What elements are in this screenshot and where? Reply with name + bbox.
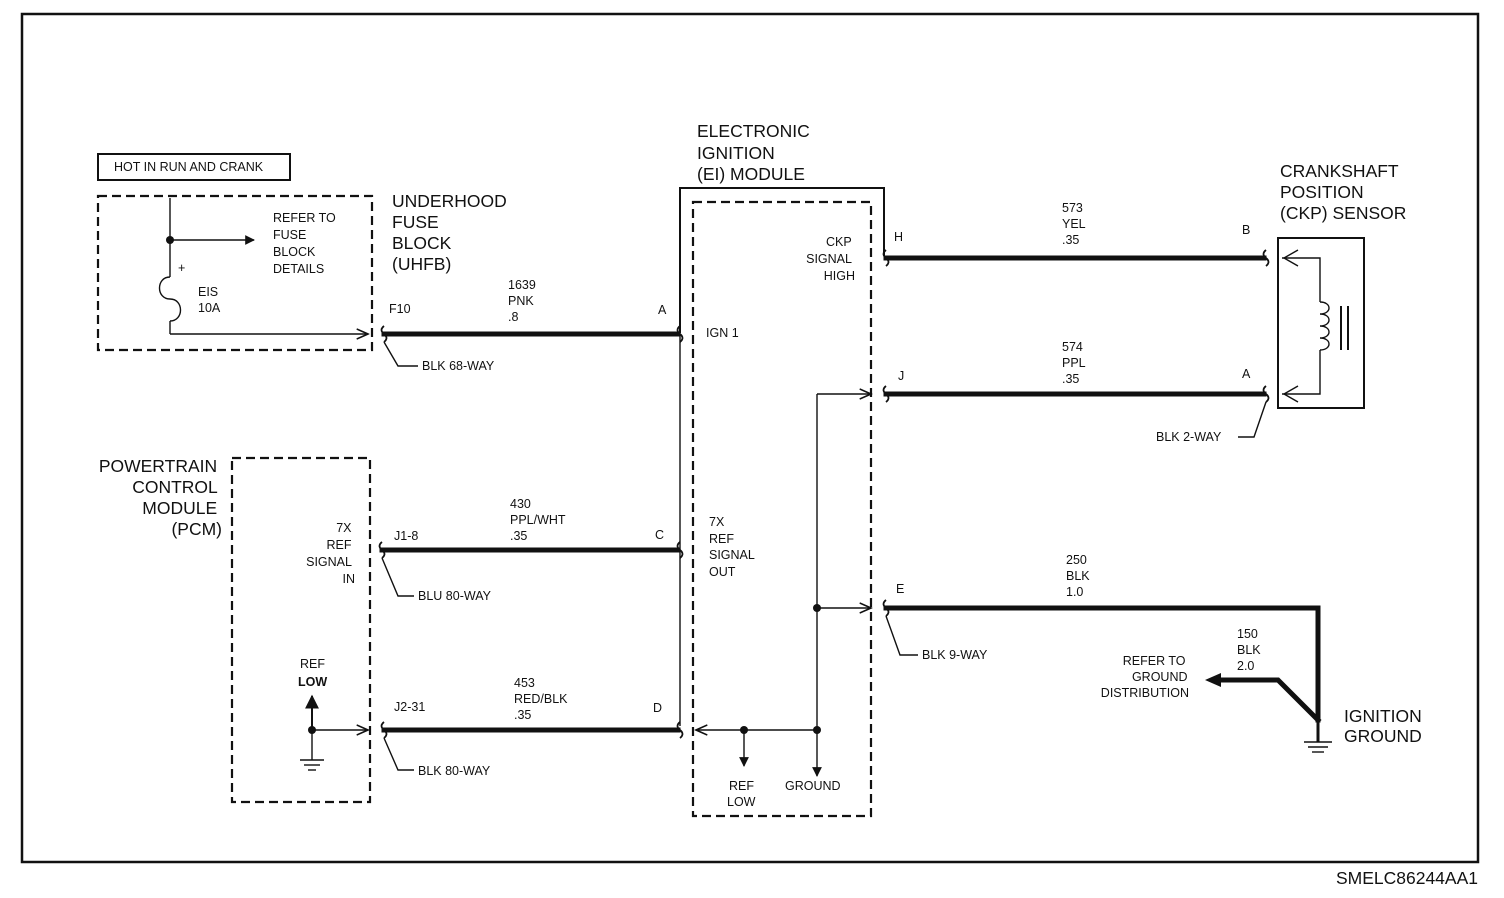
callout-blk-2 [1238, 401, 1267, 438]
ckp-signal-high-label: CKP SIGNAL HIGH [806, 235, 855, 283]
pin-a-ckp: A [1242, 367, 1251, 381]
callout-blk-9 [885, 615, 918, 656]
pin-j1-8: J1-8 [394, 529, 418, 543]
pin-c: C [655, 528, 664, 542]
pin-h: H [894, 230, 903, 244]
pin-a-ei: A [658, 303, 667, 317]
callout-blu-80 [381, 557, 414, 597]
ignition-ground-icon [1304, 720, 1332, 753]
connector-blk-2-way: BLK 2-WAY [1156, 430, 1222, 444]
wire-150-label: 150 BLK 2.0 [1237, 627, 1264, 673]
callout-blk-80 [383, 737, 414, 771]
pcm-internal-circuits [300, 694, 368, 771]
pin-d: D [653, 701, 662, 715]
pin-j: J [898, 369, 904, 383]
ei-module-outline [679, 187, 885, 333]
connector-blu-80-way: BLU 80-WAY [418, 589, 492, 603]
pcm-ground-icon [300, 759, 324, 771]
ei-module-title: ELECTRONIC IGNITION (EI) MODULE [697, 121, 815, 184]
ei-ground-label: GROUND [785, 779, 841, 793]
fuse-rating: 10A [198, 301, 221, 315]
wire-250-label: 250 BLK 1.0 [1066, 553, 1093, 599]
wire-574-label: 574 PPL .35 [1062, 340, 1089, 386]
pcm-box [230, 456, 372, 804]
pcm-ref-low-label: REF LOW [298, 657, 328, 689]
refer-to-fuse-block-details: REFER TO FUSE BLOCK DETAILS [273, 211, 339, 276]
ignition-ground-label: IGNITION GROUND [1344, 706, 1427, 746]
pin-b-ckp: B [1242, 223, 1250, 237]
ref-signal-in-label: 7X REF SIGNAL IN [306, 521, 355, 586]
diagram-id: SMELC86244AA1 [1336, 868, 1478, 888]
connector-blk-80-way: BLK 80-WAY [418, 764, 491, 778]
hot-label: HOT IN RUN AND CRANK [114, 160, 264, 174]
ref-signal-out-label: 7X REF SIGNAL OUT [709, 515, 758, 579]
fuse-block-title: UNDERHOOD FUSE BLOCK (UHFB) [392, 191, 512, 274]
ei-internal-circuits [679, 334, 871, 777]
connector-blk-9-way: BLK 9-WAY [922, 648, 988, 662]
pcm-title: POWERTRAIN CONTROL MODULE (PCM) [99, 456, 222, 539]
pin-e: E [896, 582, 904, 596]
wire-453-label: 453 RED/BLK .35 [514, 676, 571, 722]
wire-1639-label: 1639 PNK .8 [508, 278, 539, 324]
ground-ref-arrow [1205, 673, 1221, 687]
fuse-eis-icon [158, 276, 182, 322]
ign-1-label: IGN 1 [706, 326, 739, 340]
ei-module-box [691, 200, 873, 818]
callout-blk-68 [383, 341, 418, 367]
hot-in-run-and-crank-box: HOT IN RUN AND CRANK [97, 153, 291, 181]
ckp-sensor-title: CRANKSHAFT POSITION (CKP) SENSOR [1280, 161, 1406, 223]
wire-150-blk [1215, 677, 1322, 724]
wire-250-blk [883, 605, 1321, 723]
wire-430-label: 430 PPL/WHT .35 [510, 497, 569, 543]
ckp-coil-icon [1319, 301, 1330, 351]
diagram-frame [20, 12, 1480, 864]
wire-573-label: 573 YEL .35 [1062, 201, 1089, 247]
fuse-plus: + [178, 261, 185, 275]
fuse-name: EIS [198, 285, 218, 299]
ei-ref-low-label: REF LOW [727, 779, 757, 809]
refer-to-ground-distribution: REFER TO GROUND DISTRIBUTION [1101, 654, 1191, 700]
fuse-block-box: + EIS 10A REFER TO FUSE BLOCK DETAILS [96, 194, 374, 352]
pin-f10: F10 [389, 302, 411, 316]
pin-j2-31: J2-31 [394, 700, 425, 714]
connector-blk-68-way: BLK 68-WAY [422, 359, 495, 373]
ckp-sensor-box [1277, 237, 1365, 409]
